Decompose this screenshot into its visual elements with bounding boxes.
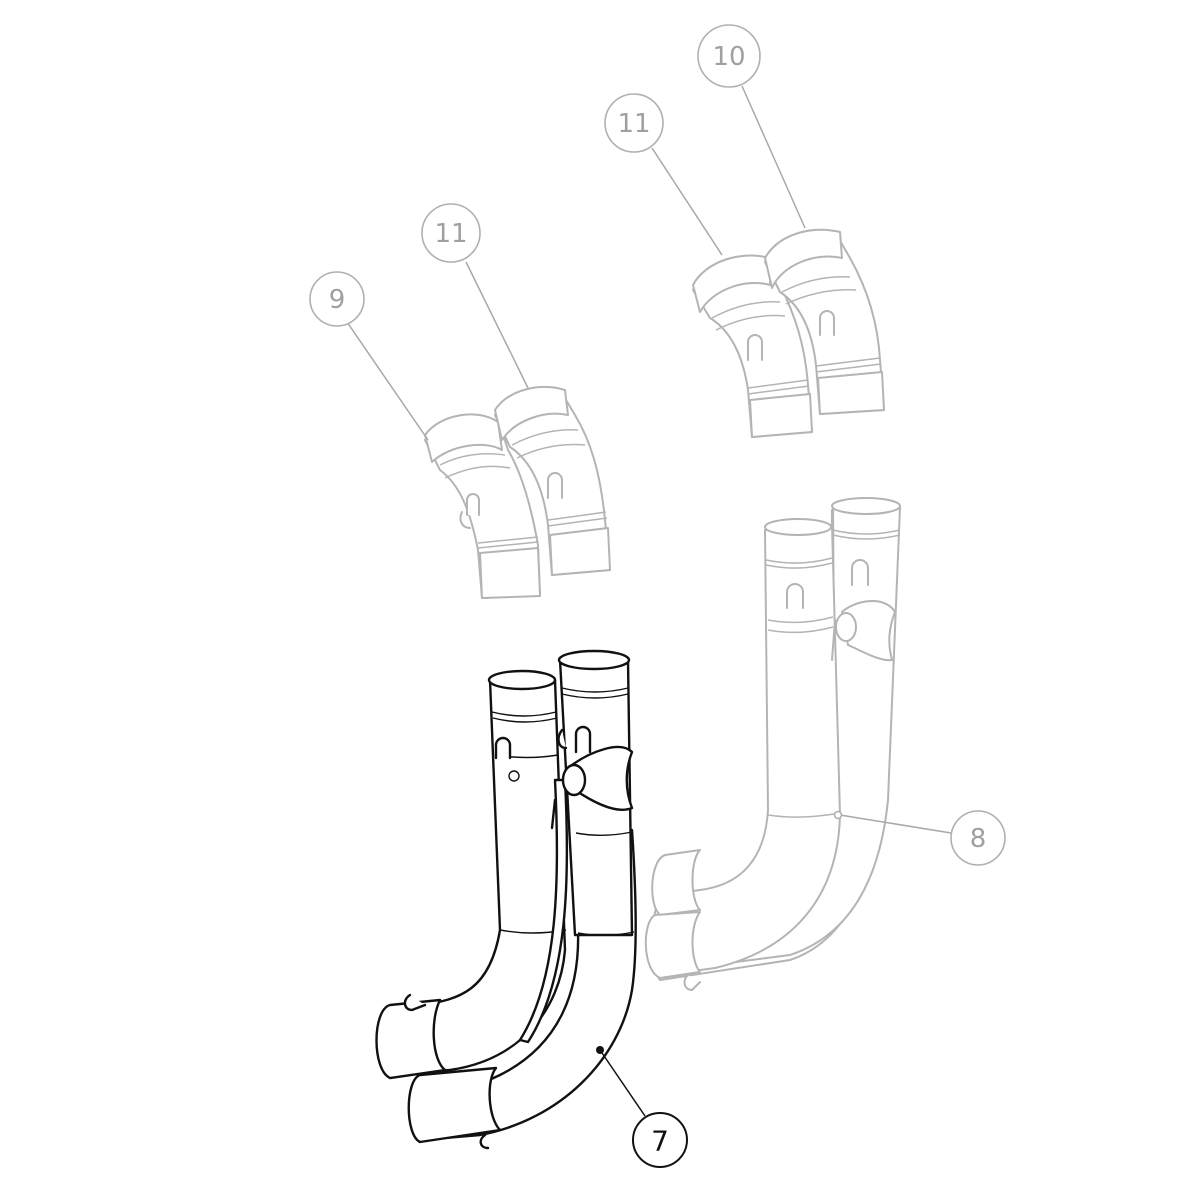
callout-10: 10 xyxy=(697,24,806,229)
part-8-header-pipe xyxy=(644,497,901,991)
svg-text:9: 9 xyxy=(329,285,346,315)
callout-11-left: 11 xyxy=(421,203,529,389)
part-9-elbow xyxy=(424,413,541,599)
callout-8: 8 xyxy=(833,810,1006,866)
part-11-elbow-left xyxy=(494,386,611,576)
callout-7: 7 xyxy=(599,1049,688,1168)
svg-text:7: 7 xyxy=(651,1125,669,1158)
svg-text:11: 11 xyxy=(617,109,650,139)
part-7-header-pipe xyxy=(375,649,637,1150)
svg-text:11: 11 xyxy=(434,219,467,249)
callout-11-right: 11 xyxy=(604,93,723,256)
callout-9: 9 xyxy=(309,271,429,441)
svg-text:8: 8 xyxy=(970,824,987,854)
part-10-elbow xyxy=(764,228,885,415)
svg-text:10: 10 xyxy=(712,42,745,72)
part-11-elbow-right xyxy=(692,254,813,438)
